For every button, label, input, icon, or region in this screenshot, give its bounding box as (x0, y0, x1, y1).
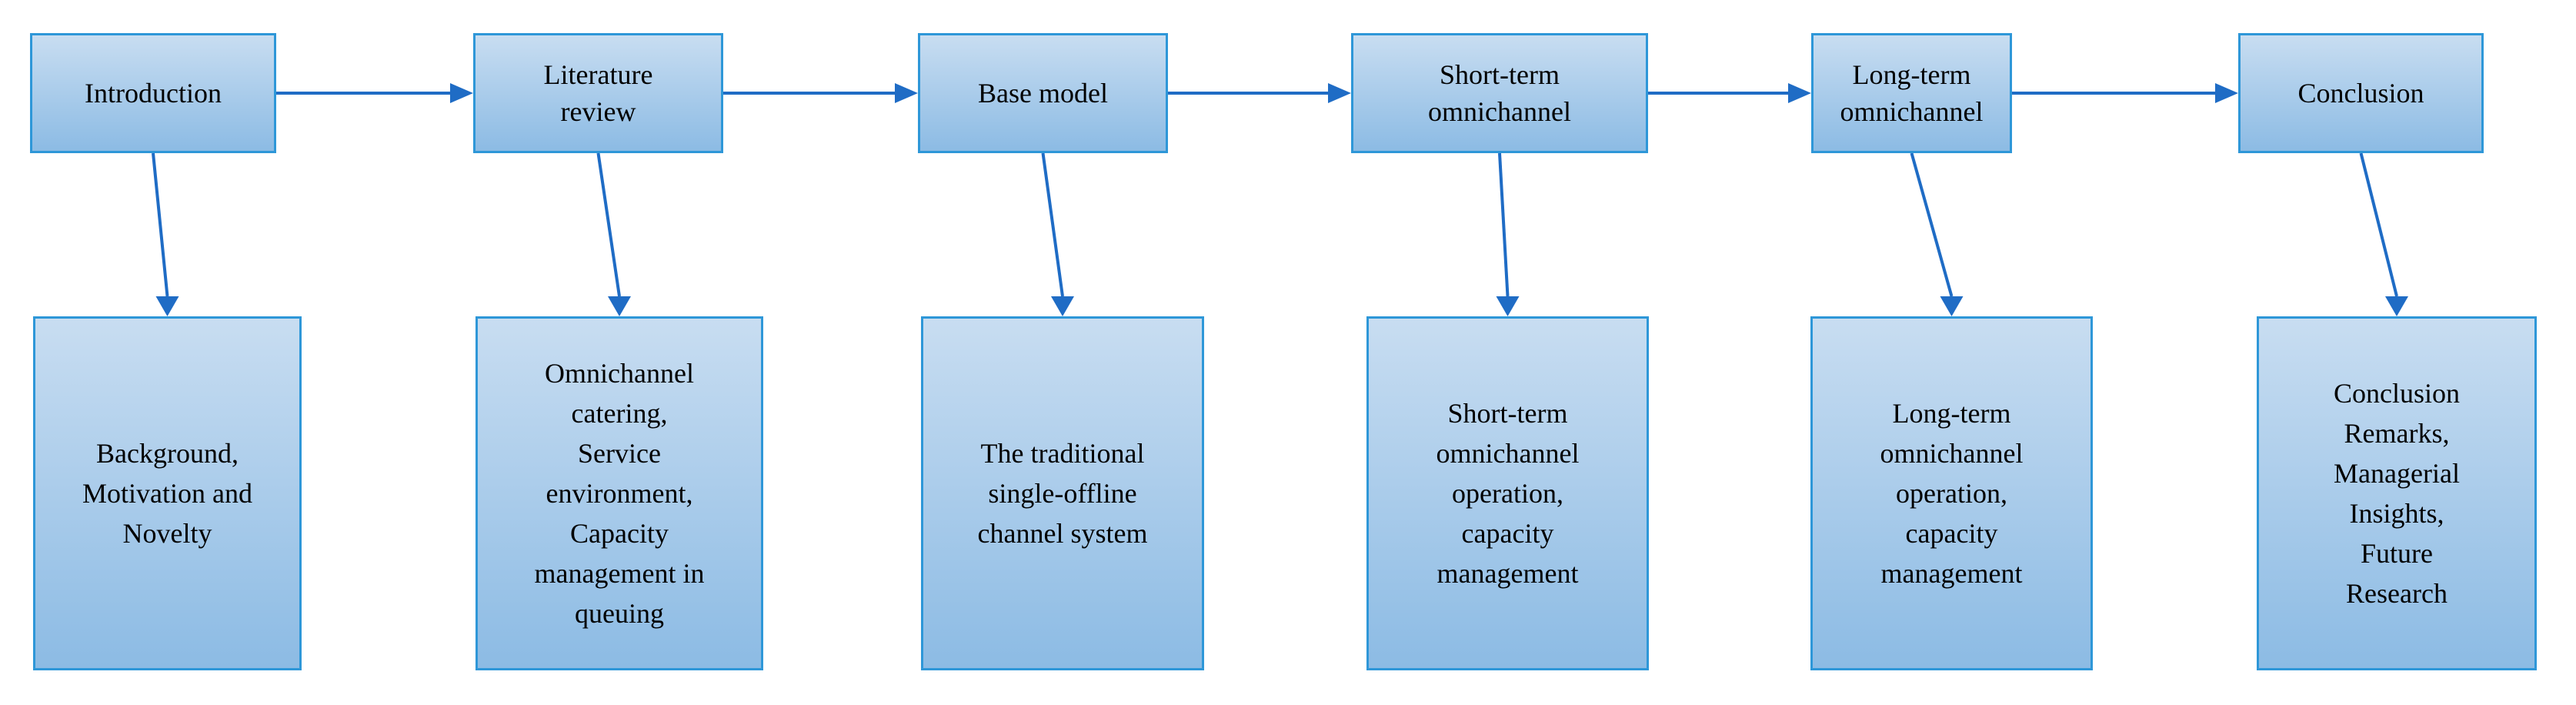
flow-node-short-term-operation: Short-term omnichannel operation, capaci… (1366, 316, 1649, 670)
arrow-conclusion-down (2359, 152, 2408, 316)
arrow-literature-review-down (596, 152, 631, 316)
flow-node-conclusion-label: Conclusion (2297, 78, 2424, 109)
flow-node-literature-review-topics: Omnichannel catering, Service environmen… (475, 316, 763, 670)
flow-node-short-term-omnichannel-label: Short-term omnichannel (1428, 59, 1571, 127)
flow-node-introduction-label: Introduction (85, 78, 222, 109)
flow-node-long-term-omnichannel-label: Long-term omnichannel (1840, 59, 1984, 127)
arrow-base-model-to-short-term (1168, 83, 1351, 103)
flow-node-long-term-operation: Long-term omnichannel operation, capacit… (1810, 316, 2093, 670)
flow-node-literature-review: Literature review (473, 33, 723, 153)
flow-node-base-model-label: Base model (978, 78, 1108, 109)
flow-node-long-term-operation-label: Long-term omnichannel operation, capacit… (1880, 398, 2024, 589)
flow-node-literature-review-topics-label: Omnichannel catering, Service environmen… (534, 358, 705, 629)
flow-node-traditional-single-offline: The traditional single-offline channel s… (921, 316, 1204, 670)
arrow-literature-review-to-base-model (723, 83, 918, 103)
flow-node-conclusion: Conclusion (2238, 33, 2484, 153)
flow-node-introduction: Introduction (30, 33, 276, 153)
flow-node-conclusion-remarks: Conclusion Remarks, Managerial Insights,… (2257, 316, 2537, 670)
arrow-long-term-down (1910, 152, 1964, 316)
arrow-introduction-to-literature-review (276, 83, 473, 103)
flow-node-background-motivation-novelty: Background, Motivation and Novelty (33, 316, 302, 670)
flow-node-short-term-operation-label: Short-term omnichannel operation, capaci… (1436, 398, 1580, 589)
flow-node-short-term-omnichannel: Short-term omnichannel (1351, 33, 1648, 153)
flow-node-long-term-omnichannel: Long-term omnichannel (1811, 33, 2012, 153)
arrow-short-term-to-long-term (1648, 83, 1811, 103)
flow-node-base-model: Base model (918, 33, 1168, 153)
flow-node-conclusion-remarks-label: Conclusion Remarks, Managerial Insights,… (2333, 378, 2460, 609)
arrow-introduction-down (152, 152, 179, 316)
arrow-long-term-to-conclusion (2012, 83, 2238, 103)
flow-node-traditional-single-offline-label: The traditional single-offline channel s… (977, 438, 1148, 549)
arrow-base-model-down (1041, 152, 1074, 316)
flow-node-background-motivation-novelty-label: Background, Motivation and Novelty (82, 438, 252, 549)
arrow-short-term-down (1496, 152, 1520, 316)
flow-node-literature-review-label: Literature review (543, 59, 653, 127)
